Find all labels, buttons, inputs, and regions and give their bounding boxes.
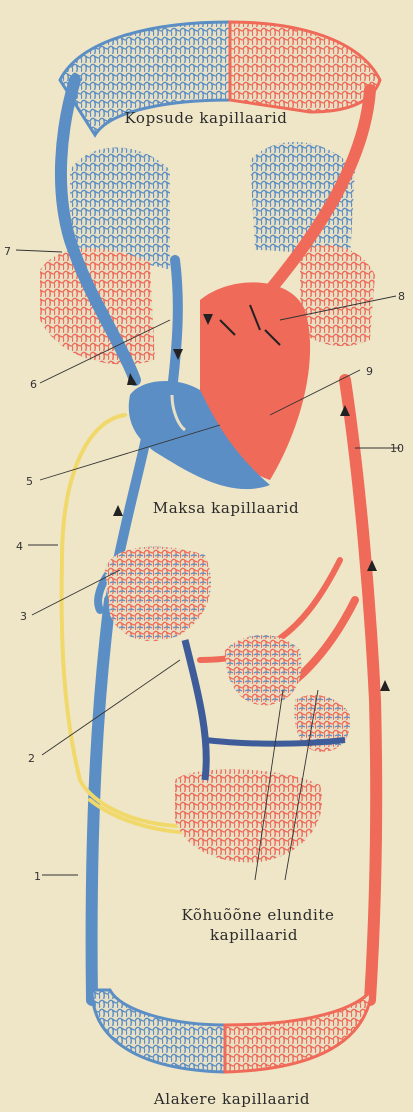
callout-5: 5 (26, 475, 33, 488)
heart (129, 282, 310, 489)
callout-7: 7 (4, 245, 11, 258)
lower-body-capillaries (92, 990, 372, 1072)
label-liver: Maksa kapillaarid (153, 499, 299, 517)
callout-10: 10 (390, 442, 404, 455)
label-abdominal-1: Kõhuõõne elundite (181, 906, 334, 924)
abdominal-capillaries (105, 547, 350, 863)
callout-2: 2 (28, 752, 35, 765)
callout-8: 8 (398, 290, 405, 303)
arrow-icon (113, 505, 123, 516)
label-abdominal-2: kapillaarid (210, 926, 298, 944)
callout-1: 1 (34, 870, 41, 883)
callout-3: 3 (20, 610, 27, 623)
label-lower-body: Alakere kapillaarid (153, 1090, 310, 1108)
callout-9: 9 (366, 365, 373, 378)
callout-6: 6 (30, 378, 37, 391)
label-lungs: Kopsude kapillaarid (125, 109, 288, 127)
callout-4: 4 (16, 540, 23, 553)
arrow-icon (380, 680, 390, 691)
